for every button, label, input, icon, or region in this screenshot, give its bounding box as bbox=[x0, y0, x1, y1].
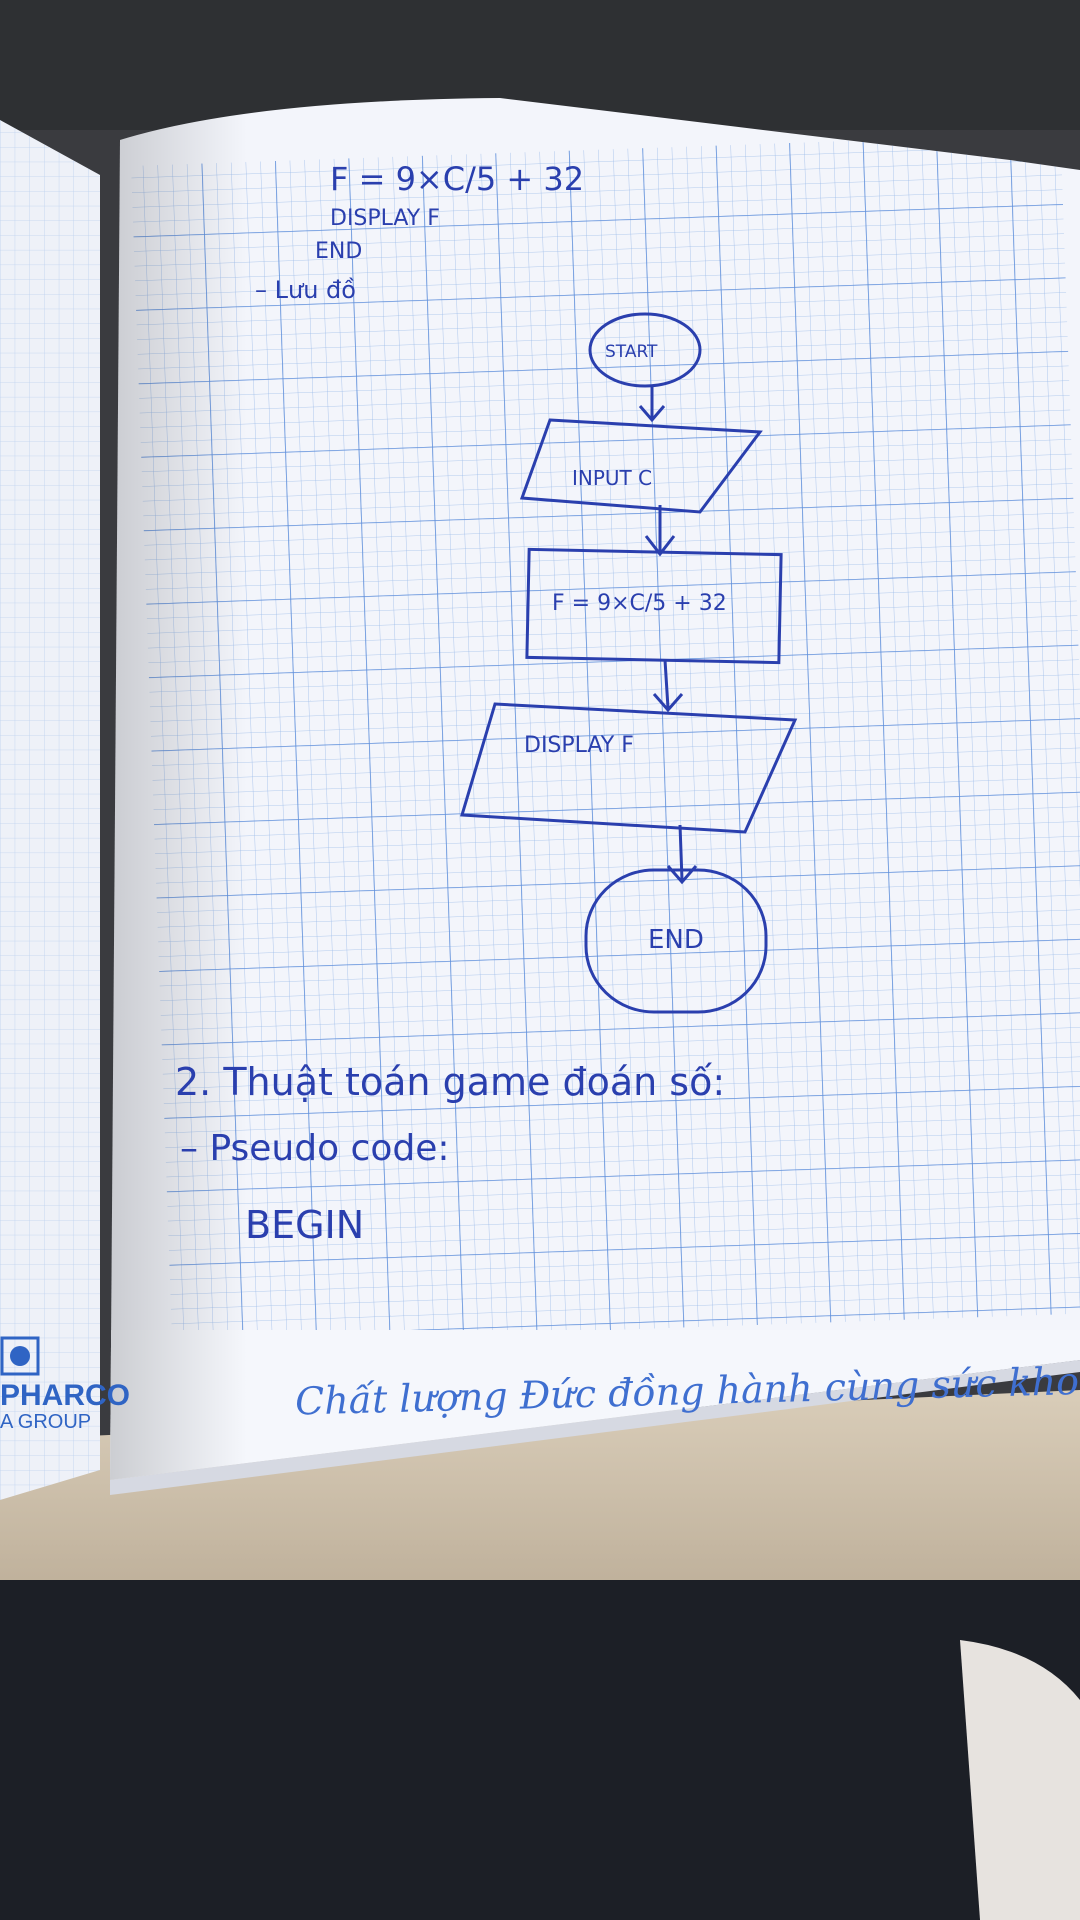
section-2-heading: 2. Thuật toán game đoán số: bbox=[175, 1060, 725, 1104]
flowchart-labels: START INPUT C F = 9×C/5 + 32 DISPLAY F E… bbox=[524, 342, 727, 955]
pseudo-code-label: – Pseudo code: bbox=[180, 1128, 450, 1169]
note-line-2: DISPLAY F bbox=[330, 206, 440, 231]
end-terminal bbox=[584, 868, 768, 1014]
note-line-1: F = 9×C/5 + 32 bbox=[330, 160, 584, 198]
input-label: INPUT C bbox=[572, 466, 652, 490]
arrow-3 bbox=[652, 659, 684, 713]
start-terminal bbox=[588, 312, 702, 388]
process-box bbox=[525, 547, 783, 665]
logo-icon bbox=[0, 1336, 40, 1376]
note-line-4: – Lưu đồ bbox=[255, 276, 356, 304]
top-notes: F = 9×C/5 + 32 DISPLAY F END – Lưu đồ bbox=[255, 160, 584, 304]
end-label: END bbox=[648, 925, 704, 955]
display-label: DISPLAY F bbox=[524, 733, 634, 758]
shoe bbox=[960, 1640, 1080, 1920]
arrow-1 bbox=[638, 386, 666, 423]
note-line-3: END bbox=[315, 239, 362, 264]
logo-mark-icon bbox=[10, 1346, 30, 1366]
logo-sub: A GROUP bbox=[0, 1411, 91, 1433]
start-label: START bbox=[605, 342, 658, 362]
arrow-2 bbox=[644, 505, 676, 557]
logo-name: PHARCO bbox=[0, 1379, 130, 1412]
process-label: F = 9×C/5 + 32 bbox=[552, 591, 727, 616]
begin-label: BEGIN bbox=[245, 1203, 364, 1247]
flowchart bbox=[460, 312, 798, 1014]
dark-fabric bbox=[0, 1580, 1080, 1920]
section-2: 2. Thuật toán game đoán số: – Pseudo cod… bbox=[175, 1060, 725, 1247]
display-parallelogram bbox=[460, 702, 798, 834]
input-parallelogram bbox=[519, 418, 763, 514]
